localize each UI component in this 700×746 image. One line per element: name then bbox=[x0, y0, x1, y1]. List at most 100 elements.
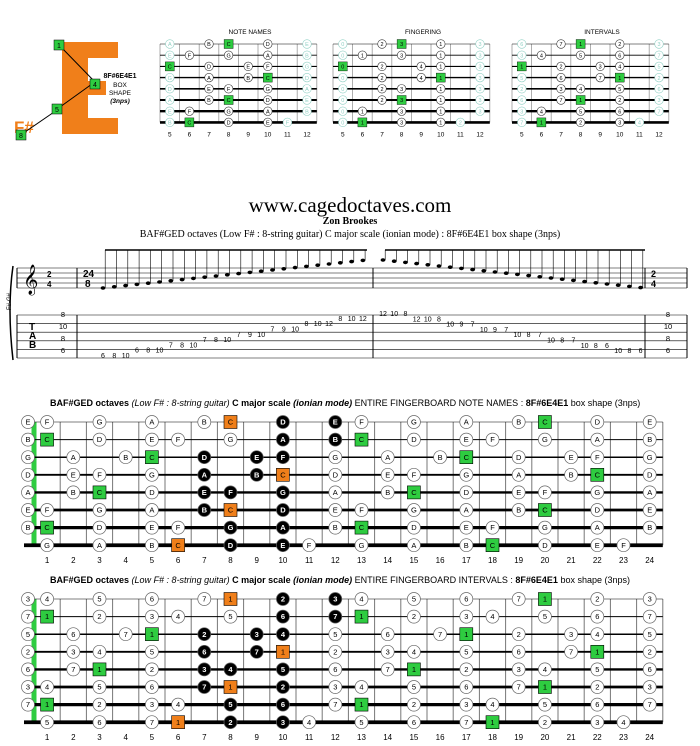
svg-text:5: 5 bbox=[412, 595, 416, 604]
fret-note: 7 bbox=[21, 697, 35, 712]
fret-note: 5 bbox=[40, 715, 54, 730]
svg-text:2: 2 bbox=[618, 42, 621, 48]
svg-text:G: G bbox=[97, 506, 103, 515]
svg-text:3: 3 bbox=[599, 65, 602, 71]
fret-note: E bbox=[511, 485, 526, 500]
tab-number: 10 bbox=[480, 327, 488, 334]
svg-text:4: 4 bbox=[540, 53, 543, 59]
svg-text:SHAPE: SHAPE bbox=[109, 90, 132, 97]
fret-note: E bbox=[459, 520, 474, 535]
mini-note: 3 bbox=[556, 84, 566, 94]
svg-text:3: 3 bbox=[478, 109, 481, 115]
tab-number: 6 bbox=[639, 348, 643, 355]
svg-text:3: 3 bbox=[464, 700, 468, 709]
fret-note: A bbox=[642, 485, 657, 500]
mini-note: 0 bbox=[338, 117, 348, 127]
site-url[interactable]: www.cagedoctaves.com bbox=[248, 193, 452, 217]
fretboard-intervals-title: BAF#GED octaves (Low F# : 8-string guita… bbox=[50, 575, 630, 585]
fret-note: G bbox=[92, 415, 107, 429]
tab-number: 10 bbox=[59, 322, 67, 331]
svg-text:4: 4 bbox=[93, 82, 97, 89]
fret-note: E bbox=[21, 415, 35, 429]
tab-number: 7 bbox=[237, 332, 241, 339]
fret-note: G bbox=[642, 450, 657, 465]
tab-number: 10 bbox=[223, 337, 231, 344]
fret-note: G bbox=[328, 450, 343, 465]
fret-note: 4 bbox=[40, 680, 54, 694]
fret-note: F bbox=[538, 485, 552, 500]
mini-note: 6 bbox=[517, 95, 527, 105]
svg-text:E: E bbox=[149, 523, 154, 532]
fret-note: 3 bbox=[276, 715, 290, 730]
fret-note: 6 bbox=[380, 627, 395, 642]
tab-number: 6 bbox=[605, 343, 609, 350]
svg-text:7: 7 bbox=[464, 718, 468, 727]
svg-text:7: 7 bbox=[648, 612, 652, 621]
svg-text:D: D bbox=[97, 523, 103, 532]
fret-note: F bbox=[354, 415, 369, 429]
svg-text:4: 4 bbox=[176, 612, 180, 621]
svg-text:6: 6 bbox=[595, 700, 599, 709]
svg-text:1: 1 bbox=[97, 665, 101, 674]
mini-note: D bbox=[263, 39, 273, 49]
svg-text:7: 7 bbox=[559, 98, 562, 104]
svg-text:B: B bbox=[207, 42, 211, 48]
svg-text:4: 4 bbox=[176, 700, 180, 709]
fret-note: G bbox=[223, 432, 238, 447]
tab-number: 6 bbox=[101, 353, 105, 360]
svg-text:D: D bbox=[227, 121, 231, 127]
fret-note: B bbox=[642, 432, 657, 447]
svg-text:2: 2 bbox=[579, 121, 582, 127]
fret-note: 5 bbox=[407, 680, 421, 694]
fret-note: F bbox=[92, 467, 107, 482]
svg-text:5: 5 bbox=[648, 630, 652, 639]
svg-text:C: C bbox=[228, 506, 234, 515]
fret-note: 2 bbox=[642, 644, 657, 659]
svg-text:0: 0 bbox=[341, 42, 344, 48]
svg-text:6: 6 bbox=[150, 683, 154, 692]
fret-note: C bbox=[538, 415, 552, 429]
svg-text:5: 5 bbox=[45, 718, 49, 727]
fret-note: 7 bbox=[197, 592, 212, 606]
mini-fret-number: 5 bbox=[520, 131, 524, 138]
fret-number: 11 bbox=[305, 733, 314, 742]
svg-text:C: C bbox=[595, 470, 601, 479]
mini-note: 4 bbox=[416, 61, 426, 72]
fret-number: 19 bbox=[514, 556, 523, 565]
mini-fret-number: 8 bbox=[579, 131, 583, 138]
tab-number: 8 bbox=[61, 310, 65, 319]
svg-text:C: C bbox=[359, 523, 365, 532]
svg-text:A: A bbox=[202, 470, 208, 479]
svg-text:F: F bbox=[286, 121, 290, 127]
svg-text:4: 4 bbox=[543, 665, 547, 674]
svg-text:F: F bbox=[188, 53, 192, 59]
fret-number: 21 bbox=[567, 733, 576, 742]
svg-text:A: A bbox=[464, 506, 469, 515]
svg-text:G: G bbox=[359, 541, 365, 550]
mini-note: D bbox=[263, 95, 273, 105]
svg-text:2: 2 bbox=[595, 683, 599, 692]
fret-note: 4 bbox=[276, 627, 290, 642]
mini-fret-number: 6 bbox=[188, 131, 192, 138]
fret-note: 5 bbox=[145, 644, 159, 659]
fret-number: 18 bbox=[488, 556, 497, 565]
mini-note: 5 bbox=[576, 50, 586, 60]
svg-text:6: 6 bbox=[202, 647, 206, 656]
fret-note: C bbox=[223, 503, 238, 517]
svg-text:B: B bbox=[25, 435, 30, 444]
fret-note: A bbox=[511, 467, 526, 482]
svg-text:4: 4 bbox=[490, 700, 494, 709]
svg-text:C: C bbox=[228, 418, 234, 427]
svg-text:D: D bbox=[228, 541, 234, 550]
svg-text:7: 7 bbox=[124, 630, 128, 639]
svg-text:B: B bbox=[168, 121, 172, 127]
fret-note: 7 bbox=[328, 697, 343, 712]
mini-note: 3 bbox=[475, 84, 485, 94]
fret-number: 6 bbox=[176, 556, 181, 565]
fret-note: F bbox=[40, 503, 54, 517]
mini-fret-number: 10 bbox=[437, 131, 445, 138]
fret-note: 7 bbox=[118, 627, 133, 642]
svg-text:6: 6 bbox=[520, 98, 523, 104]
svg-text:D: D bbox=[595, 506, 601, 515]
fret-note: 6 bbox=[328, 662, 343, 677]
